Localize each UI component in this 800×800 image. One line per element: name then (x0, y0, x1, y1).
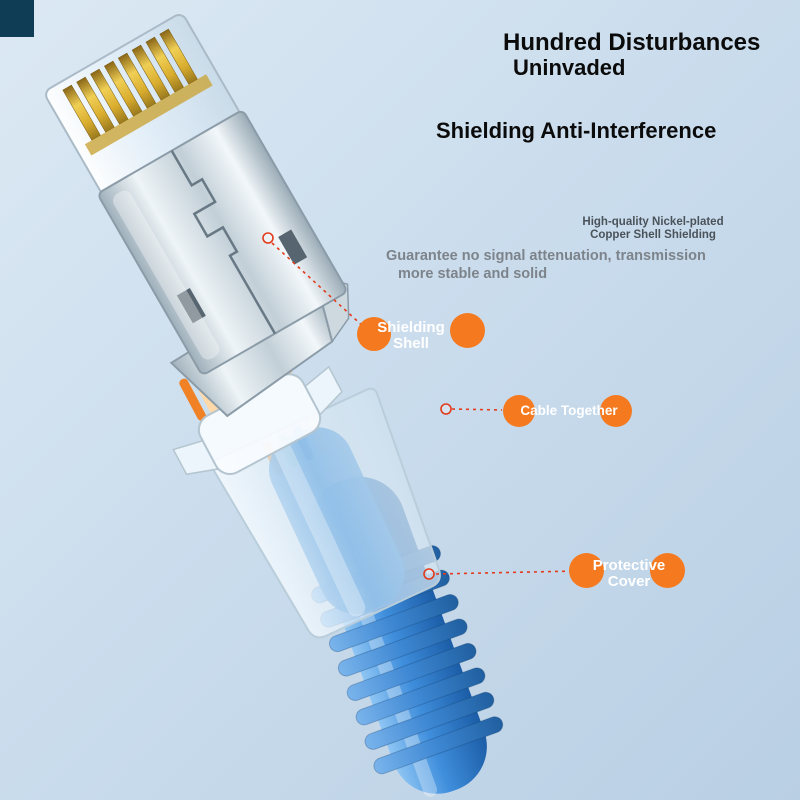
feature-note-line1: High-quality Nickel-plated (582, 216, 724, 228)
callout-cable-together-label: Cable Together (520, 403, 618, 418)
callout-protective-cover-line2: Cover (607, 572, 651, 590)
headline: Hundred Disturbances Uninvaded (503, 30, 760, 80)
callout-shielding-shell: Shielding Shell (357, 313, 485, 355)
gold-pins (62, 28, 198, 141)
description: Guarantee no signal attenuation, transmi… (386, 248, 706, 283)
description-line1: Guarantee no signal attenuation, transmi… (386, 248, 706, 264)
orange-dot-icon (357, 317, 391, 351)
callout-protective-cover-line1: Protective (592, 557, 666, 574)
subheadline: Shielding Anti-Interference (436, 118, 717, 143)
description-line2: more stable and solid (398, 265, 548, 282)
orange-dot-icon (503, 395, 535, 427)
orange-dot-icon (569, 553, 604, 588)
orange-dot-icon (650, 553, 685, 588)
feature-note: High-quality Nickel-plated Copper Shell … (557, 216, 749, 242)
orange-dot-icon (450, 313, 485, 348)
orange-dot-icon (600, 395, 632, 427)
headline-line2: Uninvaded (513, 55, 626, 80)
feature-note-line2: Copper Shell Shielding (590, 229, 716, 241)
callout-cable-together: Cable Together (503, 394, 633, 428)
callout-protective-cover: Protective Cover (569, 552, 703, 590)
callout-protective-cover-label: Protective Cover (581, 558, 677, 589)
callout-shielding-shell-line2: Shell (393, 334, 429, 352)
callout-shielding-shell-line1: Shielding (377, 319, 445, 336)
headline-line1: Hundred Disturbances (503, 29, 761, 56)
callout-shielding-shell-label: Shielding Shell (365, 320, 457, 351)
corner-accent-square (0, 0, 34, 37)
